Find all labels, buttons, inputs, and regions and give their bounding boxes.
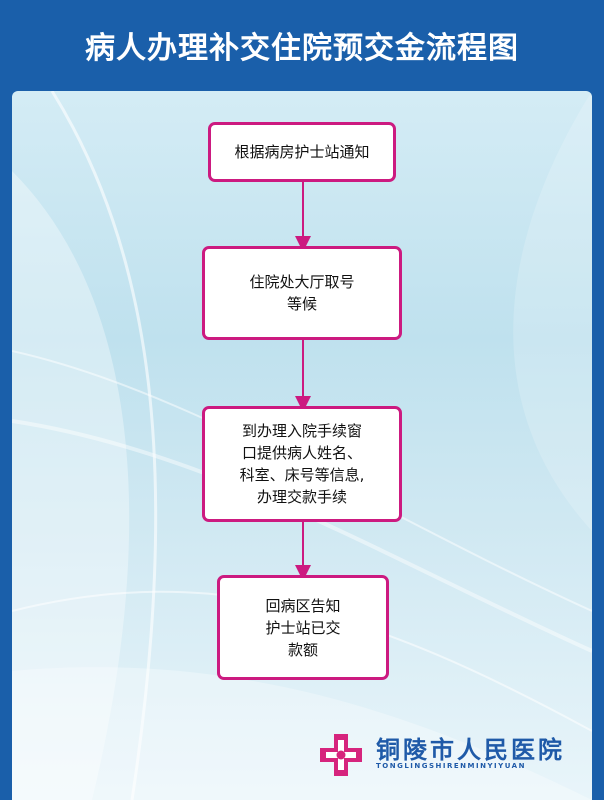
flow-step-4: 回病区告知 护士站已交 款额 (217, 575, 389, 680)
flow-step-4-text: 回病区告知 护士站已交 款额 (265, 596, 341, 659)
hospital-name: 铜陵市人民医院 (376, 736, 565, 764)
flow-step-2: 住院处大厅取号 等候 (202, 246, 402, 340)
page-title: 病人办理补交住院预交金流程图 (85, 31, 519, 66)
flow-step-3-text: 到办理入院手续窗 口提供病人姓名、 科室、床号等信息, 办理交款手续 (239, 422, 365, 506)
flow-step-3: 到办理入院手续窗 口提供病人姓名、 科室、床号等信息, 办理交款手续 (202, 406, 402, 522)
hospital-logo: 铜陵市人民医院 TONGLINGSHIRENMINYIYUAN (318, 730, 588, 782)
flow-step-1: 根据病房护士站通知 (208, 122, 396, 182)
flow-step-1-text: 根据病房护士站通知 (234, 143, 370, 161)
hospital-name-pinyin: TONGLINGSHIRENMINYIYUAN (376, 762, 526, 770)
flow-step-2-text: 住院处大厅取号 等候 (249, 273, 355, 313)
header-bar: 病人办理补交住院预交金流程图 (0, 0, 604, 90)
red-cross-icon (320, 734, 362, 776)
